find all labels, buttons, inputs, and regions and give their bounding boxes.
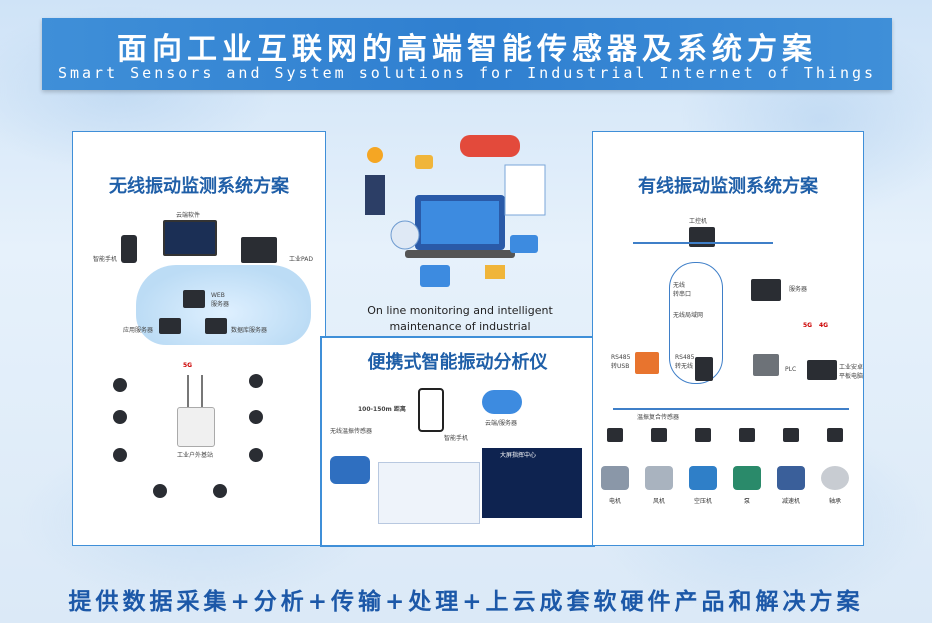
mail-icon: [485, 265, 505, 279]
wired-solution-panel: 有线振动监测系统方案 工控机 服务器 无线 转串口 无线局域网 RS485 转U…: [592, 131, 864, 546]
dashboard-screens: [378, 462, 480, 524]
sensor-1-icon: [607, 428, 623, 442]
db-server-icon: [205, 318, 227, 334]
bus-line: [613, 408, 849, 410]
machine-label-5: 减速机: [781, 498, 800, 505]
wireless-loop: [669, 262, 723, 384]
smartphone-icon: [121, 235, 137, 263]
network-line-top: [633, 242, 773, 244]
sensor-3-icon: [695, 428, 711, 442]
machine-label-2: 风机: [652, 498, 665, 505]
server-rack-icon: [365, 175, 385, 215]
wan-label: 无线局域网: [673, 312, 704, 319]
plc-icon: [753, 354, 779, 376]
rs485w-label: RS485 转无线: [675, 354, 695, 370]
machine-label-4: 泵: [743, 498, 750, 505]
sensor-node-8: [213, 484, 227, 498]
antenna-left: [187, 375, 189, 407]
banner-subtitle: Smart Sensors and System solutions for I…: [57, 64, 877, 82]
rs485usb-icon: [635, 352, 659, 374]
machine-label-1: 电机: [608, 498, 621, 505]
tablet-label: 工业安卓 平板电脑: [839, 364, 864, 380]
title-banner: 面向工业互联网的高端智能传感器及系统方案 Smart Sensors and S…: [42, 18, 892, 90]
sensor-4-icon: [739, 428, 755, 442]
motor-icon: [330, 456, 370, 484]
wireless-panel-title: 无线振动监测系统方案: [109, 176, 289, 197]
ipc-icon: [689, 227, 715, 247]
bearing-machine-icon: [821, 466, 849, 490]
gear-icon: [367, 147, 383, 163]
chat-icon: [415, 155, 433, 169]
sensor-6-icon: [827, 428, 843, 442]
tablet-icon: [807, 360, 837, 380]
rs485w-icon: [695, 357, 713, 381]
db-server-label: 数据库服务器: [231, 327, 268, 334]
bigscreen-label: 大屏指挥中心: [500, 452, 537, 459]
sensor-node-6: [249, 410, 263, 424]
5g-badge: 5G: [803, 322, 813, 329]
machine-label-3: 空压机: [693, 498, 712, 505]
sensor-node-1: [113, 378, 127, 392]
reducer-machine-icon: [777, 466, 805, 490]
server-label: 服务器: [789, 286, 808, 293]
sensor-2-icon: [651, 428, 667, 442]
wired-panel-title: 有线振动监测系统方案: [638, 176, 818, 197]
phone-device-icon: [510, 235, 538, 253]
satellite-dish-icon: [390, 220, 420, 250]
portable-panel-title: 便携式智能振动分析仪: [367, 352, 548, 373]
plc-label: PLC: [785, 366, 797, 373]
monitor-icon: [163, 220, 217, 256]
4g-badge: 4G: [819, 322, 829, 329]
big-screen-icon: [482, 448, 582, 518]
footer-slogan: 提供数据采集+分析+传输+处理+上云成套软硬件产品和解决方案: [68, 588, 864, 615]
phone-label: 智能手机: [444, 435, 469, 442]
sensor-label: 温振复合传感器: [637, 414, 680, 421]
sensor-node-3: [113, 448, 127, 462]
machine-label-6: 轴承: [828, 498, 841, 505]
laptop-base-icon: [405, 250, 515, 258]
document-icon: [504, 164, 546, 216]
gateway-icon: [177, 407, 215, 447]
motor-machine-icon: [601, 466, 629, 490]
portable-analyzer-panel: 便携式智能振动分析仪 100-150m 距离 智能手机 云端/服务器 无线温振传…: [320, 336, 595, 547]
ipc-label: 工控机: [689, 218, 708, 225]
server-icon: [751, 279, 781, 301]
iot-illustration: [365, 135, 546, 287]
sensor-node-4: [153, 484, 167, 498]
sensor-node-7: [249, 448, 263, 462]
pad-label: 工业PAD: [289, 256, 313, 263]
app-server-icon: [159, 318, 181, 334]
pipe-icon: [460, 135, 520, 157]
compressor-machine-icon: [689, 466, 717, 490]
rs485usb-label: RS485 转USB: [611, 354, 631, 370]
cloud-icon: [482, 390, 522, 414]
dtu-label: 无线 转串口: [673, 282, 692, 298]
sensor-node-5: [249, 374, 263, 388]
5g-badge: 5G: [183, 362, 193, 369]
sensor-5-icon: [783, 428, 799, 442]
web-server-label: WEB 服务器: [211, 292, 230, 308]
gateway-label: 工业户外基站: [177, 452, 214, 459]
web-server-icon: [183, 290, 205, 308]
phone-label: 智能手机: [93, 256, 118, 263]
app-server-label: 应用服务器: [123, 327, 154, 334]
video-icon: [420, 265, 450, 287]
smartphone-icon: [418, 388, 444, 432]
wireless-solution-panel: 无线振动监测系统方案 云端软件 智能手机 工业PAD WEB 服务器 应用服务器…: [72, 131, 326, 546]
sensor-label: 无线温振传感器: [330, 428, 373, 435]
tablet-icon: [241, 237, 277, 263]
range-label: 100-150m 距离: [358, 406, 406, 413]
cloud-server-label: 云端/服务器: [485, 420, 518, 427]
antenna-right: [201, 375, 203, 407]
cloud-software-label: 云端软件: [176, 212, 201, 219]
sensor-node-2: [113, 410, 127, 424]
banner-title: 面向工业互联网的高端智能传感器及系统方案: [117, 32, 817, 67]
pump-machine-icon: [733, 466, 761, 490]
fan-machine-icon: [645, 466, 673, 490]
